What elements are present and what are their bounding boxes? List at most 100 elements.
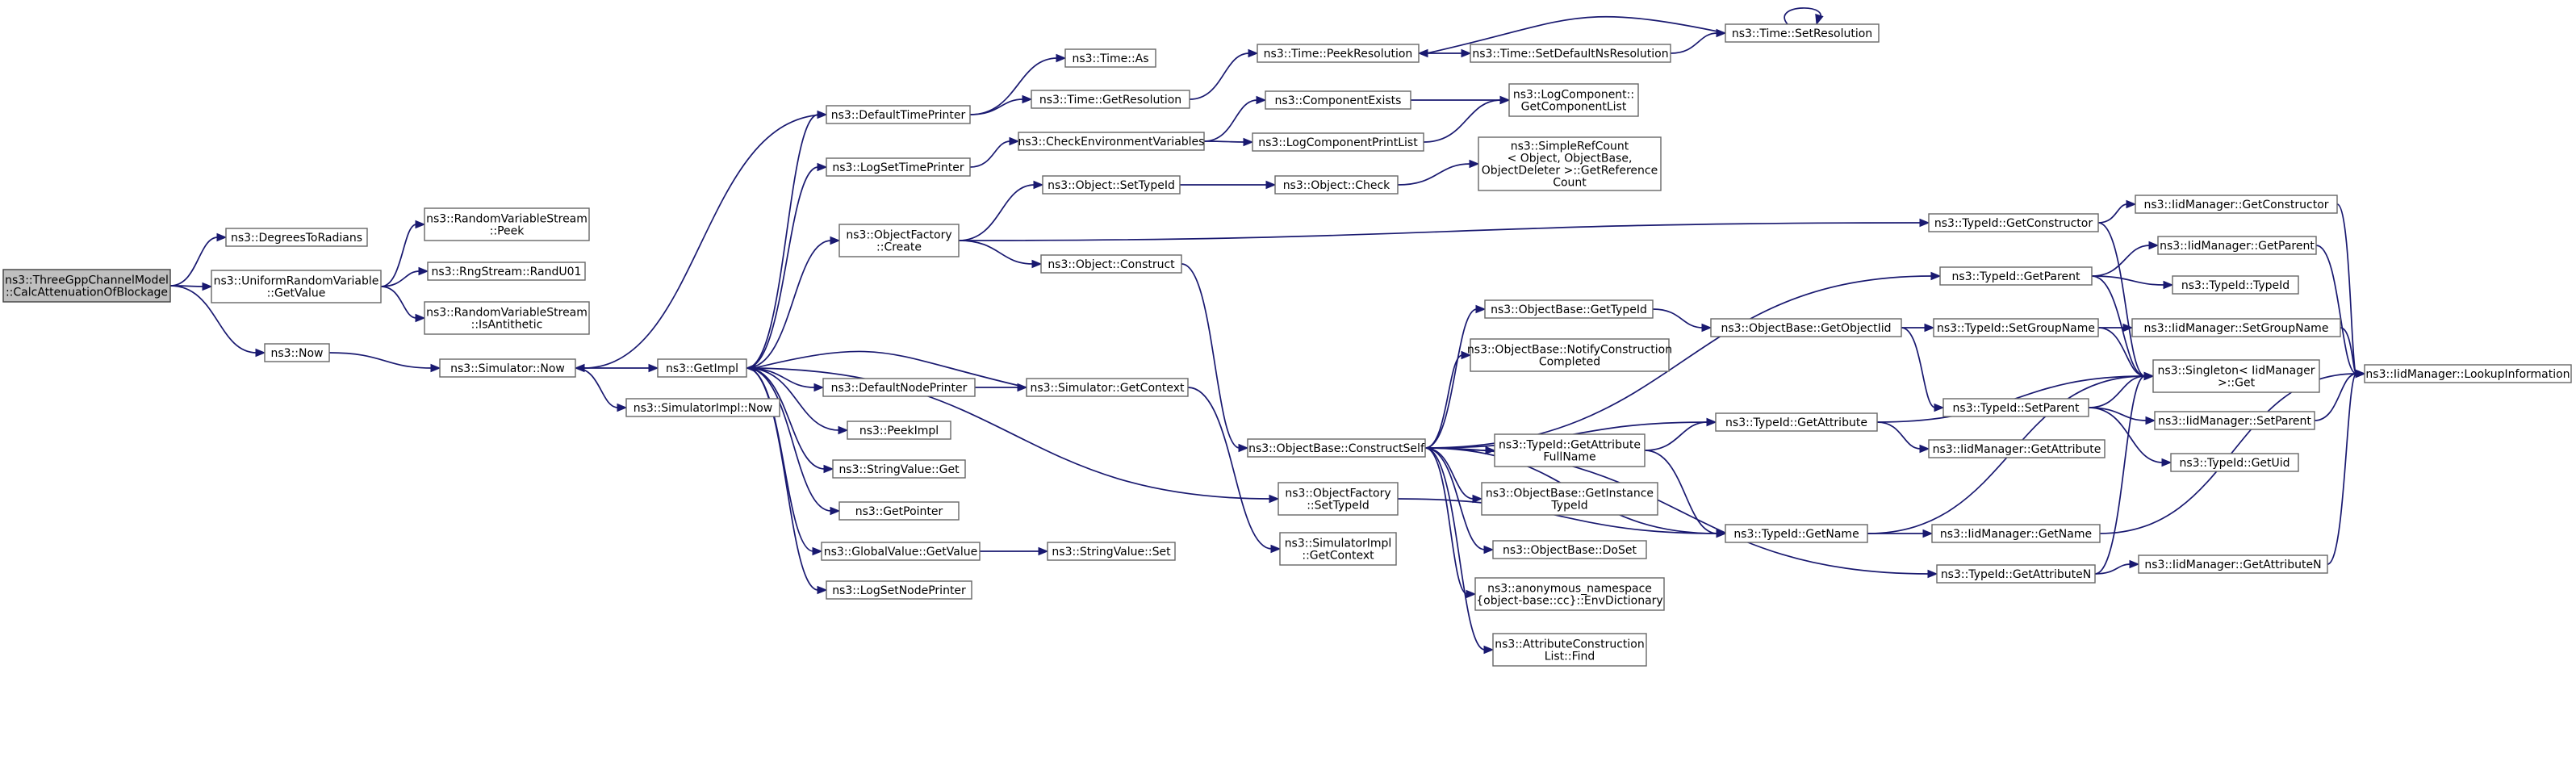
call-edge-arrowhead: [2163, 280, 2174, 290]
graph-node-obDoSet[interactable]: ns3::ObjectBase::DoSet: [1492, 540, 1647, 559]
graph-node-obGetTypeId[interactable]: ns3::ObjectBase::GetTypeId: [1484, 299, 1654, 319]
graph-node-getImpl[interactable]: ns3::GetImpl: [657, 358, 747, 378]
graph-node-tidSetGroup[interactable]: ns3::TypeId::SetGroupName: [1933, 318, 2099, 337]
call-edge-arrowhead: [1022, 94, 1033, 104]
graph-node-singletonGet[interactable]: ns3::Singleton< IidManager >::Get: [2152, 359, 2320, 393]
graph-node-iidGetCtor[interactable]: ns3::IidManager::GetConstructor: [2135, 195, 2338, 214]
graph-node-label: Count: [1553, 177, 1587, 190]
graph-node-iidSetParent[interactable]: ns3::IidManager::SetParent: [2154, 411, 2315, 430]
call-edge-line: [958, 222, 1922, 241]
graph-node-box: [264, 343, 330, 362]
graph-node-objCheck[interactable]: ns3::Object::Check: [1274, 175, 1399, 195]
call-edge-tidGetCtor-to-iidGetCtor: [2097, 199, 2137, 224]
graph-node-timeAs[interactable]: ns3::Time::As: [1064, 48, 1156, 68]
graph-node-label: ::GetValue: [267, 287, 326, 300]
graph-node-urvGet[interactable]: ns3::UniformRandomVariable::GetValue: [211, 270, 382, 303]
graph-node-box: [1928, 439, 2106, 458]
call-edge-urvGet-to-isAnti: [380, 286, 426, 323]
graph-node-checkEnv[interactable]: ns3::CheckEnvironmentVariables: [1018, 132, 1205, 151]
graph-node-timeGetRes[interactable]: ns3::Time::GetResolution: [1031, 90, 1190, 109]
graph-node-gvGetValue[interactable]: ns3::GlobalValue::GetValue: [821, 542, 981, 561]
graph-node-tidSetParent[interactable]: ns3::TypeId::SetParent: [1942, 398, 2089, 417]
call-edge-arrowhead: [1927, 569, 1938, 579]
call-edge-arrowhead: [216, 232, 228, 242]
graph-node-logSetNodePrinter[interactable]: ns3::LogSetNodePrinter: [826, 580, 972, 600]
call-edge-arrowhead: [1483, 545, 1495, 554]
graph-node-svSet[interactable]: ns3::StringValue::Set: [1047, 542, 1176, 561]
graph-node-logCompPrint[interactable]: ns3::LogComponentPrintList: [1252, 132, 1424, 152]
graph-node-deg2rad[interactable]: ns3::DegreesToRadians: [225, 228, 368, 247]
graph-node-envDict[interactable]: ns3::anonymous_namespace{object-base::cc…: [1474, 577, 1665, 611]
graph-node-iidGetAttrN[interactable]: ns3::IidManager::GetAttributeN: [2138, 554, 2328, 574]
graph-node-iidSetGroup[interactable]: ns3::IidManager::SetGroupName: [2131, 318, 2341, 337]
graph-node-obNotify[interactable]: ns3::ObjectBase::NotifyConstructionCompl…: [1467, 338, 1672, 372]
graph-node-simGetContext[interactable]: ns3::Simulator::GetContext: [1026, 378, 1189, 397]
graph-node-defTimePrinter[interactable]: ns3::DefaultTimePrinter: [826, 105, 971, 124]
graph-node-logCompGetList[interactable]: ns3::LogComponent::GetComponentList: [1508, 83, 1639, 117]
graph-node-iidGetAttr[interactable]: ns3::IidManager::GetAttribute: [1928, 439, 2106, 458]
graph-node-box: [1710, 318, 1902, 337]
graph-node-timePeekRes[interactable]: ns3::Time::PeekResolution: [1257, 44, 1420, 63]
call-edge-line: [575, 367, 619, 408]
graph-node-isAnti[interactable]: ns3::RandomVariableStream::IsAntithetic: [424, 301, 590, 335]
graph-node-compExists[interactable]: ns3::ComponentExists: [1265, 90, 1411, 110]
call-edge-tidSetParent-to-iidSetParent: [2088, 407, 2156, 425]
graph-node-tidGetAttrN[interactable]: ns3::TypeId::GetAttributeN: [1936, 564, 2096, 584]
graph-node-tidGetUid[interactable]: ns3::TypeId::GetUid: [2170, 453, 2299, 472]
graph-node-iidGetName[interactable]: ns3::IidManager::GetName: [1931, 524, 2101, 543]
graph-node-defNodePrinter[interactable]: ns3::DefaultNodePrinter: [822, 378, 976, 397]
graph-node-tidGetName[interactable]: ns3::TypeId::GetName: [1725, 524, 1868, 543]
call-edge-arrowhead: [838, 425, 849, 435]
graph-node-box: [439, 358, 576, 378]
graph-node-ofCreate[interactable]: ns3::ObjectFactory::Create: [838, 224, 960, 257]
graph-node-timeSetRes[interactable]: ns3::Time::SetResolution: [1725, 23, 1880, 43]
graph-node-rvsPeek[interactable]: ns3::RandomVariableStream::Peek: [424, 207, 590, 241]
graph-node-tidGetParent[interactable]: ns3::TypeId::GetParent: [1939, 266, 2093, 286]
graph-node-box: [826, 580, 972, 600]
graph-node-peekImpl[interactable]: ns3::PeekImpl: [847, 421, 951, 440]
graph-node-tidTypeId[interactable]: ns3::TypeId::TypeId: [2172, 275, 2299, 295]
call-edge-arrowhead: [1038, 546, 1049, 556]
graph-node-box: [2, 269, 171, 303]
call-edge-arrowhead: [415, 313, 426, 323]
graph-node-obGetObjTid[interactable]: ns3::ObjectBase::GetObjectIid: [1710, 318, 1902, 337]
call-edge-obConstructSelf-to-obGetTypeId: [1424, 304, 1487, 449]
graph-node-box: [1939, 266, 2093, 286]
graph-node-tidGetAttr[interactable]: ns3::TypeId::GetAttribute: [1715, 412, 1878, 432]
graph-node-root[interactable]: ns3::ThreeGppChannelModel::CalcAttenuati…: [2, 269, 171, 303]
call-edge-line: [746, 367, 840, 431]
graph-node-simpleRefGetRef[interactable]: ns3::SimpleRefCount< Object, ObjectBase,…: [1478, 136, 1662, 191]
graph-node-svGet[interactable]: ns3::StringValue::Get: [832, 459, 966, 479]
graph-node-iidGetParent[interactable]: ns3::IidManager::GetParent: [2157, 236, 2317, 255]
call-edge-line: [2094, 563, 2131, 575]
graph-node-setDefNsRes[interactable]: ns3::Time::SetDefaultNsResolution: [1470, 44, 1671, 63]
graph-node-label: ns3::IidManager::GetAttribute: [1933, 443, 2101, 456]
graph-node-iidLookup[interactable]: ns3::IidManager::LookupInformation: [2364, 364, 2572, 383]
graph-node-objSetTypeId[interactable]: ns3::Object::SetTypeId: [1042, 175, 1181, 195]
graph-node-logSetTimePrinter[interactable]: ns3::LogSetTimePrinter: [826, 157, 971, 177]
call-edge-line: [746, 367, 832, 512]
graph-node-ofSetTypeId[interactable]: ns3::ObjectFactory::SetTypeId: [1278, 482, 1399, 516]
graph-node-label: ns3::IidManager::SetParent: [2158, 415, 2311, 428]
graph-node-box: [211, 270, 382, 303]
graph-node-label: ns3::IidManager::GetAttributeN: [2144, 559, 2321, 571]
graph-node-tidGetCtor[interactable]: ns3::TypeId::GetConstructor: [1928, 213, 2099, 232]
graph-node-label: ns3::CheckEnvironmentVariables: [1018, 136, 1205, 149]
graph-node-label: ns3::Time::PeekResolution: [1264, 48, 1413, 61]
graph-node-randU01[interactable]: ns3::RngStream::RandU01: [427, 262, 586, 281]
graph-node-label: ns3::ObjectBase::NotifyConstruction: [1467, 344, 1672, 357]
graph-node-getPointer[interactable]: ns3::GetPointer: [838, 501, 960, 521]
graph-node-objConstruct[interactable]: ns3::Object::Construct: [1040, 254, 1182, 274]
call-edge-iidGetParent-to-iidLookup: [2315, 245, 2366, 379]
graph-node-simImplGetCtx[interactable]: ns3::SimulatorImpl::GetContext: [1279, 532, 1397, 566]
graph-node-label: ns3::LogSetNodePrinter: [832, 584, 966, 597]
call-edge-arrowhead: [1815, 13, 1824, 26]
graph-node-now[interactable]: ns3::Now: [264, 343, 330, 362]
graph-node-obConstructSelf[interactable]: ns3::ObjectBase::ConstructSelf: [1247, 438, 1426, 458]
graph-node-simImplNow[interactable]: ns3::SimulatorImpl::Now: [625, 398, 780, 417]
graph-node-label: ns3::LogComponentPrintList: [1258, 136, 1418, 149]
graph-node-simNow[interactable]: ns3::Simulator::Now: [439, 358, 576, 378]
